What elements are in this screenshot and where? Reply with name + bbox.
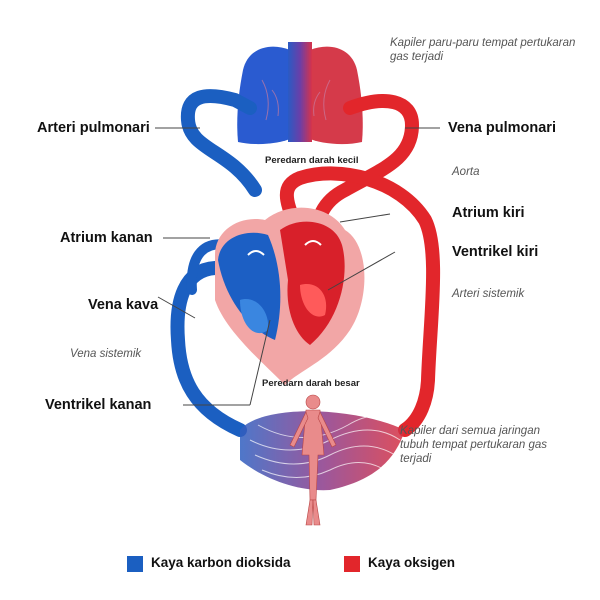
pulmonary-vein-vessel (310, 94, 420, 252)
label-atrium-kiri: Atrium kiri (452, 205, 525, 221)
capillary-bed (240, 394, 405, 526)
pointer-lines (155, 127, 440, 406)
label-atrium-kanan: Atrium kanan (60, 230, 153, 246)
legend-swatch-red (344, 556, 360, 572)
label-arteri-sistemik: Arteri sistemik (452, 288, 525, 300)
pulmonary-artery-vessel (180, 89, 262, 197)
aorta-vessel (279, 166, 441, 437)
label-aorta: Aorta (452, 166, 480, 178)
label-kapiler-jaringan: Kapiler dari semua jaringan tubuh tempat… (400, 425, 548, 465)
label-vena-sistemik: Vena sistemik (70, 348, 142, 360)
heart (215, 207, 365, 385)
label-vena-pulmonari: Vena pulmonari (448, 120, 556, 136)
legend-label-blue: Kaya karbon dioksida (151, 555, 291, 570)
label-arteri-pulmonari: Arteri pulmonari (37, 120, 150, 136)
legend-swatch-blue (127, 556, 143, 572)
label-vena-kava: Vena kava (88, 297, 159, 313)
label-kapiler-paru: Kapiler paru-paru tempat pertukaran gas … (390, 37, 576, 63)
label-ventrikel-kiri: Ventrikel kiri (452, 244, 539, 260)
label-peredaran-kecil: Peredarn darah kecil (265, 155, 359, 166)
label-ventrikel-kanan: Ventrikel kanan (45, 397, 152, 413)
lungs (237, 42, 363, 145)
legend-label-red: Kaya oksigen (368, 555, 456, 570)
label-peredaran-besar: Peredarn darah besar (262, 378, 360, 389)
